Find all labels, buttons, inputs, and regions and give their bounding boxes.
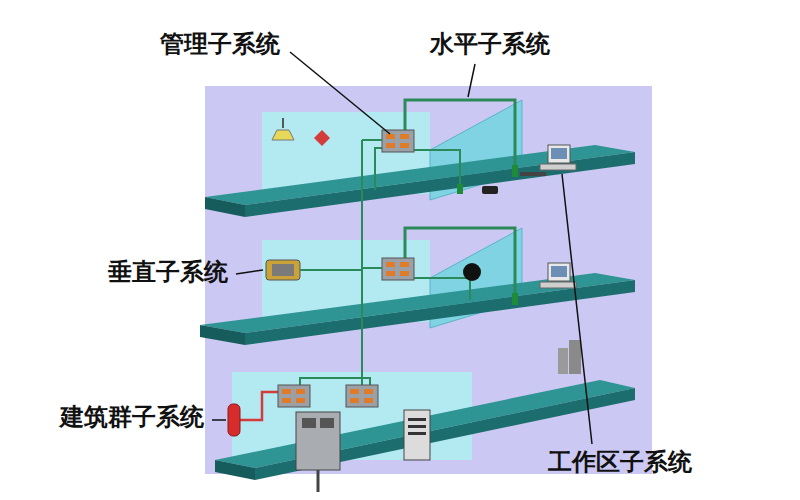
patch-port bbox=[296, 389, 305, 394]
patch-port bbox=[350, 398, 359, 403]
backbone-cable bbox=[362, 267, 382, 269]
rack-cable bbox=[317, 470, 320, 492]
horizontal-cable bbox=[398, 278, 470, 300]
outlet bbox=[457, 184, 463, 194]
tower-slot bbox=[408, 425, 426, 428]
floor-slab bbox=[205, 145, 635, 205]
horizontal-cable bbox=[398, 150, 460, 186]
patch-panel bbox=[382, 130, 414, 152]
floor-edge bbox=[245, 152, 635, 217]
patch-panel bbox=[382, 258, 414, 280]
patch-port bbox=[282, 389, 291, 394]
floor-edge bbox=[245, 280, 635, 345]
outlet bbox=[512, 293, 518, 305]
backbone-device bbox=[266, 260, 300, 280]
computer-base bbox=[540, 164, 576, 170]
patch-port bbox=[386, 271, 395, 276]
backbone-cable bbox=[362, 139, 382, 141]
backbone-device-face bbox=[272, 264, 294, 276]
horizontal-cable bbox=[375, 148, 410, 190]
patch-port bbox=[386, 262, 395, 267]
leader-line bbox=[468, 64, 475, 97]
patch-port bbox=[400, 262, 409, 267]
outlet bbox=[512, 165, 518, 177]
tower-server bbox=[404, 410, 430, 460]
leader-line bbox=[236, 270, 263, 274]
patch-cable bbox=[300, 378, 370, 385]
computer-screen bbox=[551, 148, 567, 159]
leader-line bbox=[212, 419, 226, 421]
patch-port bbox=[386, 143, 395, 148]
patch-port bbox=[386, 134, 395, 139]
computer-monitor bbox=[548, 263, 570, 281]
computer-base bbox=[540, 282, 576, 288]
computer-monitor bbox=[548, 145, 570, 163]
patch-port bbox=[364, 389, 373, 394]
floor-slab bbox=[200, 273, 635, 333]
horizontal-cable bbox=[405, 228, 515, 296]
campus-cable bbox=[240, 392, 278, 420]
subsystem-label: 管理子系统 bbox=[160, 30, 280, 59]
leader-line bbox=[290, 52, 390, 134]
subsystem-label: 建筑群子系统 bbox=[60, 403, 204, 432]
floor-edge bbox=[200, 325, 245, 345]
sensor-symbol bbox=[314, 130, 330, 146]
patch-port bbox=[282, 398, 291, 403]
subsystem-label: 工作区子系统 bbox=[548, 448, 692, 477]
computer-screen bbox=[551, 266, 567, 277]
tower-slot bbox=[408, 418, 426, 421]
patch-panel bbox=[346, 385, 378, 407]
backbone-cable bbox=[300, 269, 362, 271]
patch-panel bbox=[278, 385, 310, 407]
patch-port bbox=[400, 143, 409, 148]
patch-port bbox=[364, 398, 373, 403]
patch-port bbox=[296, 398, 305, 403]
backbone-cable bbox=[361, 140, 363, 392]
patch-port bbox=[350, 389, 359, 394]
building-icon bbox=[569, 340, 581, 374]
subsystem-label: 垂直子系统 bbox=[108, 258, 228, 287]
floor-edge bbox=[205, 197, 245, 217]
patch-port bbox=[400, 271, 409, 276]
patch-port bbox=[400, 134, 409, 139]
subsystem-label: 水平子系统 bbox=[430, 30, 550, 59]
building-icon bbox=[558, 348, 568, 374]
rack-unit bbox=[320, 418, 334, 428]
rack-unit bbox=[302, 418, 316, 428]
lamp-stem bbox=[282, 118, 284, 128]
campus-entrance bbox=[228, 404, 240, 436]
lamp-symbol bbox=[272, 130, 294, 140]
keyboard bbox=[520, 172, 546, 176]
floor-edge bbox=[215, 460, 255, 480]
phone-symbol bbox=[482, 186, 498, 194]
server-rack bbox=[296, 412, 340, 470]
leader-line bbox=[562, 174, 592, 444]
camera-symbol bbox=[463, 263, 481, 281]
tower-slot bbox=[408, 432, 426, 435]
